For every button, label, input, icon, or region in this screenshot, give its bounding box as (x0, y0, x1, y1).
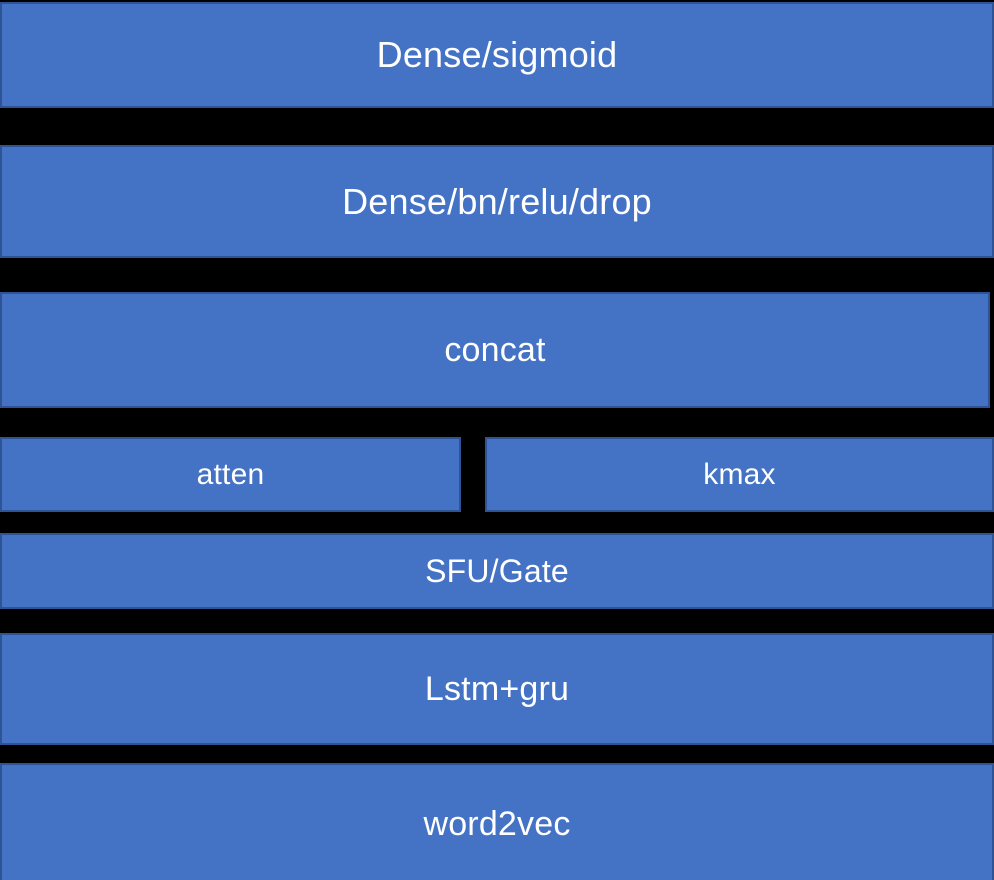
layer-block-dense-bn-relu-drop[interactable]: Dense/bn/relu/drop (0, 145, 994, 258)
layer-label-atten: atten (196, 457, 265, 491)
layer-block-dense-sigmoid[interactable]: Dense/sigmoid (0, 2, 994, 108)
layer-label-kmax: kmax (703, 457, 776, 491)
layer-block-kmax[interactable]: kmax (485, 437, 994, 512)
layer-block-lstm-gru[interactable]: Lstm+gru (0, 633, 994, 745)
layer-block-concat[interactable]: concat (0, 292, 990, 408)
layer-label-concat: concat (444, 331, 546, 369)
layer-block-atten[interactable]: atten (0, 437, 461, 512)
layer-label-word2vec: word2vec (423, 805, 571, 843)
layer-block-sfu-gate[interactable]: SFU/Gate (0, 533, 994, 609)
layer-label-sfu-gate: SFU/Gate (425, 553, 569, 589)
layer-label-dense-bn-relu-drop: Dense/bn/relu/drop (342, 180, 652, 222)
layer-block-word2vec[interactable]: word2vec (0, 763, 994, 880)
layer-label-dense-sigmoid: Dense/sigmoid (376, 34, 618, 75)
layer-label-lstm-gru: Lstm+gru (424, 670, 570, 708)
